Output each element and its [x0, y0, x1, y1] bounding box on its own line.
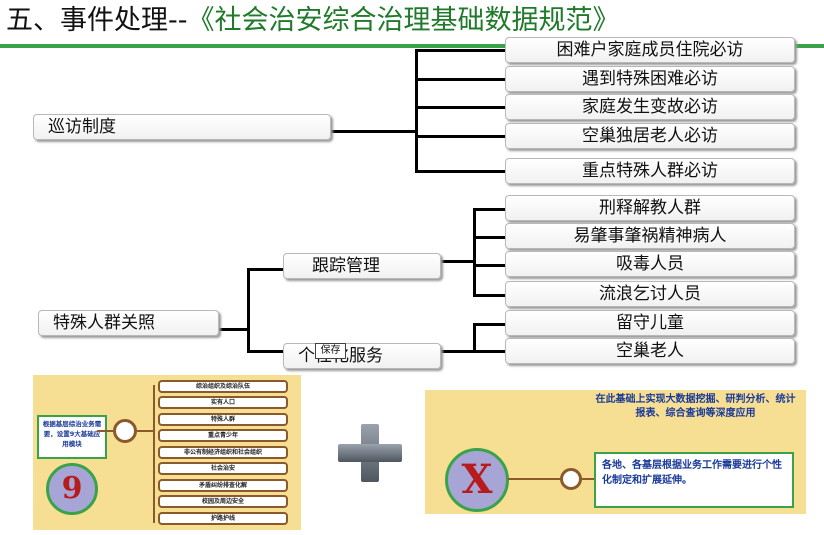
connector: [415, 49, 418, 173]
page-title: 五、事件处理--《社会治安综合治理基础数据规范》: [6, 4, 620, 38]
module-item: 非公有制经济组织和社会组织: [158, 446, 288, 459]
node-patrol-elderly-alone: 空巢独居老人必访: [505, 123, 795, 149]
node-patrol-difficulty: 遇到特殊困难必访: [505, 66, 795, 92]
connector: [473, 264, 505, 267]
badge-x: X: [445, 448, 509, 512]
connector: [97, 430, 114, 432]
extension-panel: 在此基础上实现大数据挖掘、研判分析、统计报表、综合查询等深度应用 X 各地、各基…: [425, 390, 806, 514]
connector: [415, 49, 505, 52]
plus-icon: [338, 424, 402, 482]
connector: [473, 323, 476, 353]
node-mental-patients: 易肇事肇祸精神病人: [505, 223, 795, 249]
node-empty-nest-elderly: 空巢老人: [505, 338, 795, 364]
connector: [473, 323, 505, 326]
module-item: 矛盾纠纷排查化解: [158, 479, 288, 492]
connector: [415, 170, 505, 173]
connector: [415, 78, 505, 81]
connector: [415, 135, 505, 138]
connector: [137, 430, 153, 432]
save-tooltip: 保存: [315, 343, 346, 359]
connector: [153, 385, 155, 523]
connector: [247, 350, 283, 353]
connector: [331, 130, 417, 133]
node-left-behind-children: 留守儿童: [505, 310, 795, 336]
connector: [473, 236, 505, 239]
module-item: 校园及周边安全: [158, 495, 288, 508]
node-special-care: 特殊人群关照: [38, 310, 219, 336]
connector: [508, 478, 562, 480]
node-patrol-system: 巡访制度: [33, 114, 331, 140]
connector: [441, 260, 475, 263]
connector: [473, 350, 505, 353]
node-drug-users: 吸毒人员: [505, 251, 795, 277]
module-item: 综治组织及综治队伍: [158, 380, 288, 393]
connector: [582, 478, 594, 480]
connector-node: [560, 468, 582, 490]
node-homeless-beggars: 流浪乞讨人员: [505, 281, 795, 307]
node-patrol-special-groups: 重点特殊人群必访: [505, 158, 795, 184]
node-released-prisoners: 刑释解教人群: [505, 195, 795, 221]
connector: [247, 268, 250, 351]
connector-node: [113, 419, 137, 443]
node-personal-service: 个性化服务: [283, 343, 441, 369]
connector: [473, 294, 505, 297]
node-tracking: 跟踪管理: [283, 253, 441, 279]
extension-top-text: 在此基础上实现大数据挖掘、研判分析、统计报表、综合查询等深度应用: [595, 394, 796, 419]
connector: [219, 328, 249, 331]
module-item: 重点青少年: [158, 429, 288, 442]
connector: [415, 106, 505, 109]
connector: [473, 208, 505, 211]
extension-side-text: 各地、各基层根据业务工作需要进行个性化制定和扩展延伸。: [594, 452, 794, 508]
badge-nine: 9: [46, 463, 98, 515]
title-document: 《社会治安综合治理基础数据规范》: [187, 5, 620, 36]
title-divider: [0, 44, 824, 48]
module-item: 社会治安: [158, 462, 288, 475]
title-prefix: 五、事件处理--: [6, 5, 188, 36]
node-patrol-family-change: 家庭发生变故必访: [505, 94, 795, 120]
connector: [247, 268, 283, 271]
connector: [473, 208, 476, 296]
module-item: 特殊人群: [158, 413, 288, 426]
connector: [441, 350, 475, 353]
modules-panel: 根据基层综治业务需要，设置9大基础应用模块 9 综治组织及综治队伍 实有人口 特…: [33, 375, 301, 530]
modules-description: 根据基层综治业务需要，设置9大基础应用模块: [37, 415, 107, 459]
module-item: 护路护线: [158, 512, 288, 525]
module-item: 实有人口: [158, 396, 288, 409]
node-patrol-hospital: 困难户家庭成员住院必访: [505, 37, 795, 63]
